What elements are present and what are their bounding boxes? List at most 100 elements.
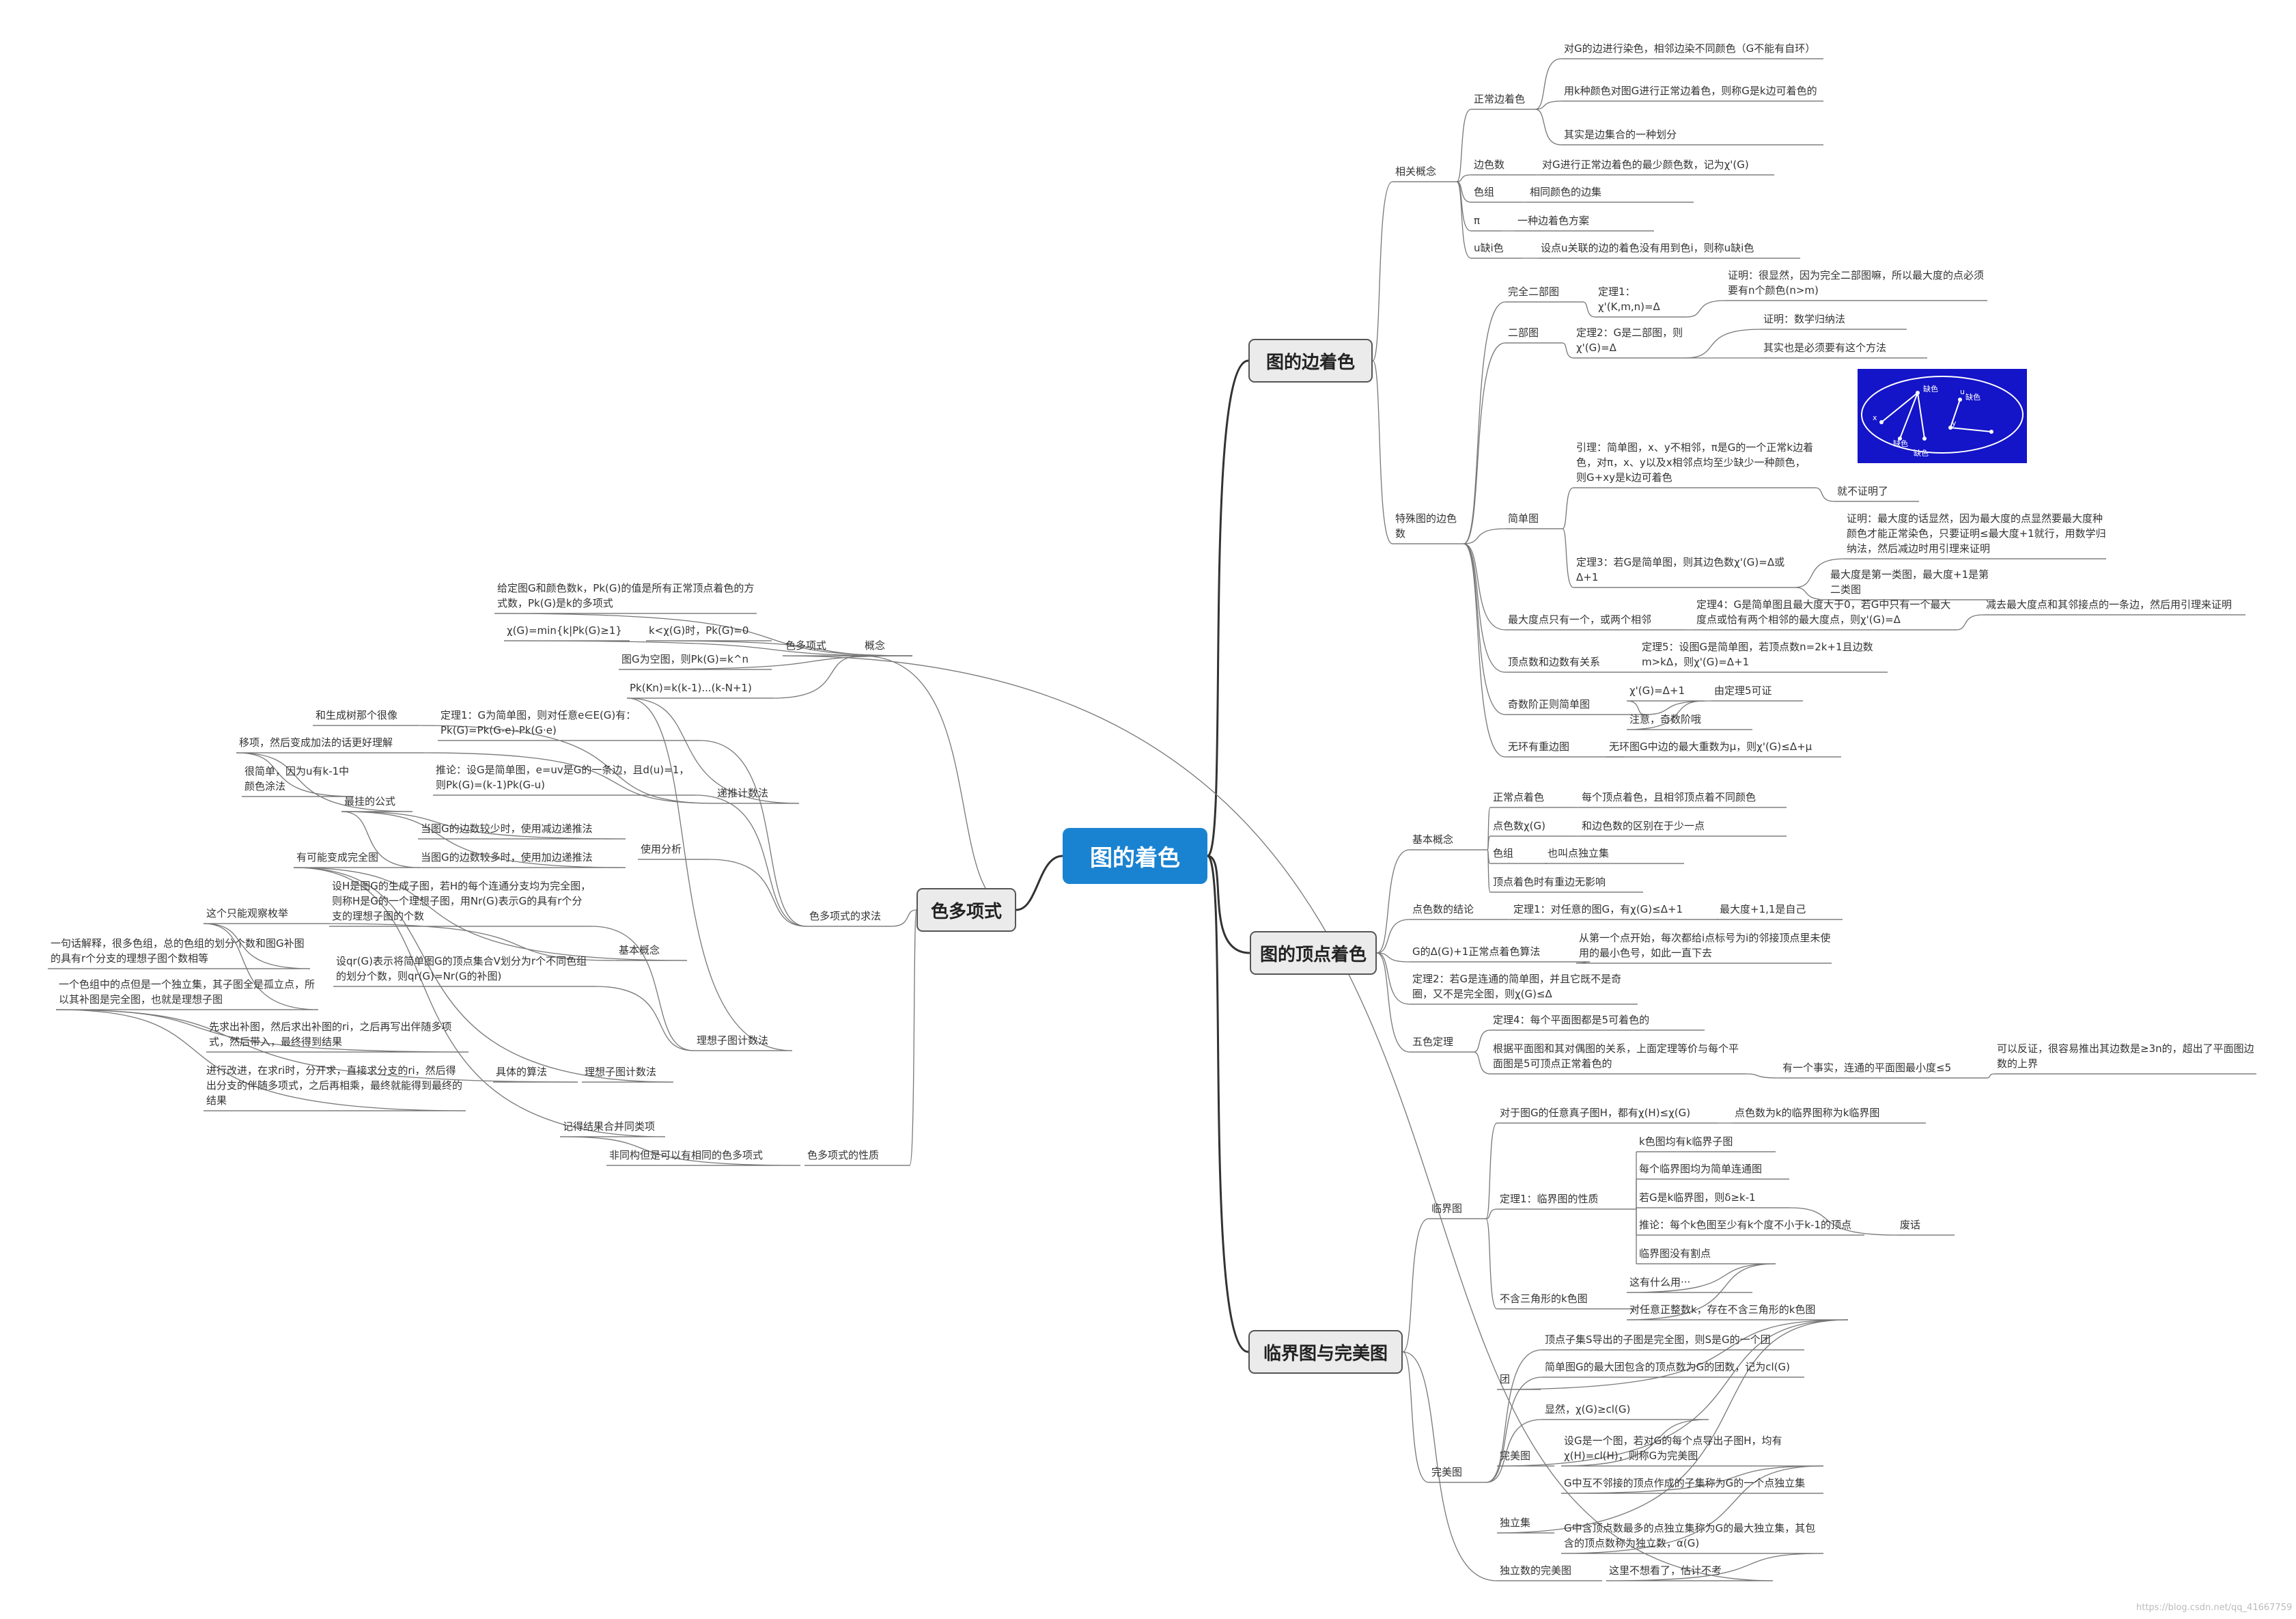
map-node[interactable]: 推论：每个k色图至少有k个度不小于k-1的顶点 bbox=[1639, 1219, 1852, 1231]
map-node[interactable]: 独立集 bbox=[1500, 1517, 1531, 1529]
map-node[interactable]: 定理1：G为简单图，则对任意e∈E(G)有：Pk(G)=Pk(G-e)-Pk(G… bbox=[440, 709, 636, 736]
map-node[interactable]: 每个临界图均为简单连通图 bbox=[1639, 1163, 1763, 1175]
map-node[interactable]: 设G是一个图，若对G的每个点导出子图H，均有χ(H)=cl(H)，则称G为完美图 bbox=[1564, 1435, 1782, 1462]
map-node[interactable]: 具体的算法 bbox=[496, 1066, 548, 1078]
branch-vertex-coloring[interactable]: 图的顶点着色 bbox=[1250, 931, 1377, 975]
map-node[interactable]: 最大度是第一类图，最大度+1是第二类图 bbox=[1830, 568, 1989, 596]
map-node[interactable]: 从第一个点开始，每次都给i点标号为i的邻接顶点里未使用的最小色号，如此一直下去 bbox=[1579, 932, 1831, 959]
map-node[interactable]: 色组 bbox=[1493, 847, 1514, 859]
map-node[interactable]: 由定理5可证 bbox=[1714, 684, 1772, 697]
map-node[interactable]: 用k种颜色对图G进行正常边着色，则称G是k边可着色的 bbox=[1564, 85, 1817, 97]
map-node[interactable]: 特殊图的边色数 bbox=[1395, 512, 1457, 540]
map-node[interactable]: 正常边着色 bbox=[1474, 93, 1526, 105]
map-node[interactable]: 正常点着色 bbox=[1493, 791, 1545, 803]
map-node[interactable]: 有一个事实，连通的平面图最小度≤5 bbox=[1782, 1062, 1952, 1074]
map-node[interactable]: 这里不想看了，估计不考 bbox=[1609, 1564, 1722, 1577]
map-node[interactable]: 就不证明了 bbox=[1837, 485, 1889, 497]
map-node[interactable]: 最挂的公式 bbox=[344, 795, 396, 807]
map-node[interactable]: 和生成树那个很像 bbox=[316, 709, 398, 721]
map-node[interactable]: 这有什么用··· bbox=[1629, 1276, 1691, 1288]
map-node[interactable]: 定理5：设图G是简单图，若顶点数n=2k+1且边数m>kΔ，则χ'(G)=Δ+1 bbox=[1642, 641, 1873, 668]
map-node[interactable]: 无环图G中边的最大重数为μ，则χ'(G)≤Δ+μ bbox=[1609, 741, 1812, 753]
map-node[interactable]: 点色数χ(G) bbox=[1493, 820, 1545, 832]
map-node[interactable]: 非同构但是可以有相同的色多项式 bbox=[609, 1149, 764, 1161]
map-node[interactable]: 推论：设G是简单图，e=uv是G的一条边，且d(u)=1，则Pk(G)=(k-1… bbox=[436, 764, 690, 791]
map-node[interactable]: 记得结果合并同类项 bbox=[563, 1120, 656, 1133]
map-node[interactable]: 引理：简单图，x、y不相邻，π是G的一个正常k边着色，对π，x、y以及x相邻点均… bbox=[1576, 441, 1814, 484]
map-node[interactable]: k<χ(G)时，Pk(G)=0 bbox=[649, 624, 749, 637]
map-node[interactable]: 注意，奇数阶哦 bbox=[1629, 713, 1702, 725]
map-node[interactable]: 完美图 bbox=[1431, 1466, 1463, 1478]
map-node[interactable]: k色图均有k临界子图 bbox=[1639, 1135, 1733, 1148]
map-node[interactable]: 一种边着色方案 bbox=[1517, 215, 1590, 227]
map-node[interactable]: 进行改进，在求ri时，分开求，直接求分支的ri，然后得出分支的伴随多项式，之后再… bbox=[206, 1064, 463, 1107]
map-node[interactable]: 临界图 bbox=[1431, 1202, 1463, 1215]
map-node[interactable]: u缺i色 bbox=[1474, 242, 1504, 254]
map-node[interactable]: 奇数阶正则简单图 bbox=[1508, 698, 1591, 710]
map-node[interactable]: 理想子图计数法 bbox=[697, 1034, 769, 1047]
map-node[interactable]: 顶点子集S导出的子图是完全图，则S是G的一个团 bbox=[1545, 1333, 1771, 1346]
map-node[interactable]: 无环有重边图 bbox=[1508, 741, 1570, 753]
map-node[interactable]: 当图G的边数较少时，使用减边递推法 bbox=[421, 822, 593, 835]
map-node[interactable]: 不含三角形的k色图 bbox=[1500, 1292, 1588, 1305]
map-node[interactable]: 若G是k临界图，则δ≥k-1 bbox=[1639, 1191, 1756, 1204]
map-node[interactable]: 最大度+1,1是自己 bbox=[1720, 903, 1806, 915]
map-node[interactable]: 基本概念 bbox=[1412, 833, 1454, 846]
map-node[interactable]: 证明：最大度的话显然，因为最大度的点显然要最大度种颜色才能正常染色，只要证明≤最… bbox=[1847, 512, 2106, 555]
branch-chromatic-polynomial[interactable]: 色多项式 bbox=[916, 888, 1016, 932]
map-node[interactable]: 设点u关联的边的着色没有用到色i，则称u缺i色 bbox=[1541, 242, 1754, 254]
map-node[interactable]: χ(G)=min{k|Pk(G)≥1} bbox=[507, 624, 622, 637]
map-node[interactable]: 也叫点独立集 bbox=[1548, 847, 1610, 859]
map-node[interactable]: 色组 bbox=[1474, 186, 1495, 198]
map-node[interactable]: 定理2：G是二部图，则χ'(G)=Δ bbox=[1576, 327, 1683, 354]
map-node[interactable]: 很简单，因为u有k-1中颜色涂法 bbox=[244, 765, 350, 792]
map-node[interactable]: 相同颜色的边集 bbox=[1530, 186, 1602, 198]
map-node[interactable]: χ'(G)=Δ+1 bbox=[1629, 684, 1685, 697]
map-node[interactable]: 色多项式的求法 bbox=[809, 910, 882, 922]
map-node[interactable]: 定理1：临界图的性质 bbox=[1500, 1193, 1599, 1205]
map-node[interactable]: 对于图G的任意真子图H，都有χ(H)≤χ(G) bbox=[1500, 1107, 1691, 1119]
map-node[interactable]: 使用分析 bbox=[641, 843, 682, 855]
map-node[interactable]: 相关概念 bbox=[1395, 165, 1437, 178]
map-node[interactable]: 临界图没有割点 bbox=[1639, 1247, 1711, 1260]
map-node[interactable]: 废话 bbox=[1900, 1219, 1921, 1231]
map-node[interactable]: 顶点数和边数有关系 bbox=[1508, 656, 1601, 668]
map-node[interactable]: 最大度点只有一个，或两个相邻 bbox=[1508, 613, 1652, 626]
map-node[interactable]: 减去最大度点和其邻接点的一条边，然后用引理来证明 bbox=[1986, 598, 2232, 611]
map-node[interactable]: 概念 bbox=[865, 639, 886, 652]
map-node[interactable]: 对G进行正常边着色的最少颜色数，记为χ'(G) bbox=[1542, 158, 1749, 171]
map-node[interactable]: 完美图 bbox=[1500, 1450, 1531, 1462]
map-node[interactable]: 顶点着色时有重边无影响 bbox=[1493, 876, 1606, 888]
map-node[interactable]: 根据平面图和其对偶图的关系，上面定理等价与每个平面图是5可顶点正常着色的 bbox=[1493, 1042, 1739, 1070]
map-node[interactable]: 简单图 bbox=[1508, 512, 1539, 525]
map-node[interactable]: 完全二部图 bbox=[1508, 286, 1560, 298]
map-node[interactable]: 五色定理 bbox=[1412, 1036, 1454, 1048]
map-node[interactable]: 基本概念 bbox=[619, 944, 660, 956]
map-node[interactable]: 递推计数法 bbox=[717, 787, 769, 799]
map-node[interactable]: 当图G的边数较多时，使用加边递推法 bbox=[421, 851, 593, 863]
map-node[interactable]: 定理4：每个平面图都是5可着色的 bbox=[1493, 1014, 1650, 1026]
map-node[interactable]: 定理4：G是简单图且最大度大于0，若G中只有一个最大度点或恰有两个相邻的最大度点… bbox=[1696, 598, 1951, 626]
map-node[interactable]: G中互不邻接的顶点作成的子集称为G的一个点独立集 bbox=[1564, 1477, 1806, 1489]
map-node[interactable]: 独立数的完美图 bbox=[1500, 1564, 1572, 1577]
map-node[interactable]: G的Δ(G)+1正常点着色算法 bbox=[1412, 945, 1541, 958]
map-node[interactable]: 证明：很显然，因为完全二部图嘛，所以最大度的点必须要有n个颜色(n>m) bbox=[1728, 269, 1985, 296]
map-node[interactable]: 点色数的结论 bbox=[1412, 903, 1474, 915]
map-node[interactable]: 设H是图G的生成子图，若H的每个连通分支均为完全图，则称H是G的一个理想子图，用… bbox=[332, 880, 591, 922]
map-node[interactable]: 简单图G的最大团包含的顶点数为G的团数，记为cl(G) bbox=[1545, 1361, 1790, 1373]
map-node[interactable]: 定理2：若G是连通的简单图，并且它既不是奇圈，又不是完全图，则χ(G)≤Δ bbox=[1412, 973, 1622, 1000]
map-node[interactable]: Pk(Kn)=k(k-1)...(k-N+1) bbox=[630, 682, 752, 694]
map-node[interactable]: 和边色数的区别在于少一点 bbox=[1582, 820, 1705, 832]
map-node[interactable]: 这个只能观察枚举 bbox=[206, 907, 289, 919]
root-node[interactable]: 图的着色 bbox=[1063, 828, 1207, 884]
map-node[interactable]: 点色数为k的临界图称为k临界图 bbox=[1735, 1107, 1880, 1119]
map-node[interactable]: 可以反证，很容易推出其边数是≥3n的，超出了平面图边数的上界 bbox=[1997, 1042, 2254, 1070]
map-node[interactable]: 证明：数学归纳法 bbox=[1763, 313, 1846, 325]
map-node[interactable]: 色多项式 bbox=[785, 639, 827, 652]
map-node[interactable]: 一句话解释，很多色组，总的色组的划分个数和图G补图的具有r个分支的理想子图个数相… bbox=[51, 937, 305, 965]
map-node[interactable]: 给定图G和颜色数k，Pk(G)的值是所有正常顶点着色的方式数，Pk(G)是k的多… bbox=[497, 582, 755, 609]
map-node[interactable]: 定理1：χ'(K,m,n)=Δ bbox=[1598, 286, 1660, 313]
map-node[interactable]: 显然，χ(G)≥cl(G) bbox=[1545, 1403, 1631, 1415]
map-node[interactable]: 团 bbox=[1500, 1373, 1511, 1385]
map-node[interactable]: 每个顶点着色，且相邻顶点着不同颜色 bbox=[1582, 791, 1756, 803]
